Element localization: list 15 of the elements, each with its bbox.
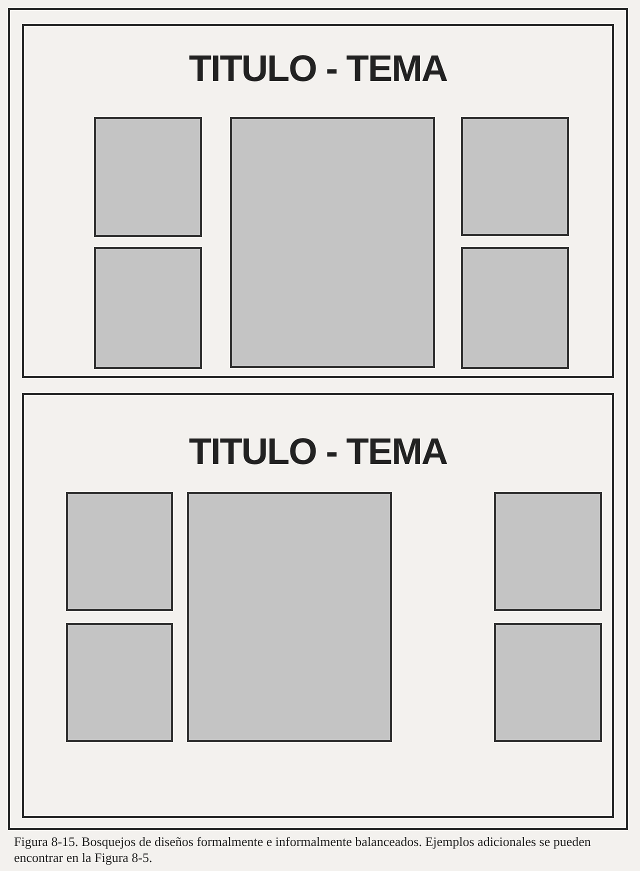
image-placeholder [94, 117, 202, 237]
image-placeholder [461, 117, 569, 236]
figure-caption: Figura 8-15. Bosquejos de diseños formalmente e informalmente balanceados. Ejemplos adicionales se pueden encontrar en la Figura 8-5. [14, 834, 592, 866]
image-placeholder [66, 623, 173, 742]
image-placeholder [461, 247, 569, 369]
image-placeholder [494, 492, 602, 611]
panel-title: TITULO - TEMA [188, 431, 448, 473]
layout-panel [22, 393, 614, 818]
image-placeholder [187, 492, 392, 742]
layout-panel [22, 24, 614, 378]
image-placeholder [230, 117, 435, 368]
image-placeholder [66, 492, 173, 611]
panel-title: TITULO - TEMA [188, 48, 448, 90]
image-placeholder [494, 623, 602, 742]
image-placeholder [94, 247, 202, 369]
